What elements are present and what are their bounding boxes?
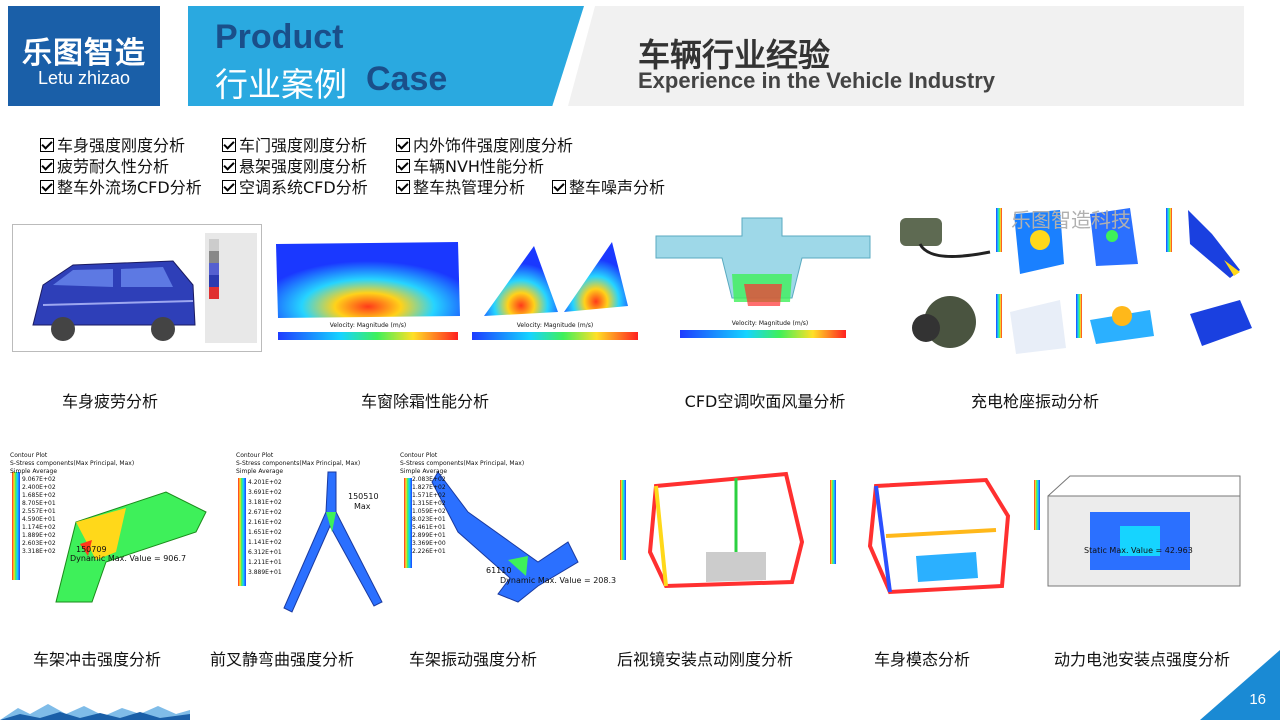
check-item: 整车噪声分析: [552, 174, 665, 198]
checkbox-icon: [40, 138, 54, 152]
mirror-mount-image: [616, 462, 810, 600]
body-fatigue-render: [32, 233, 257, 343]
frame-impact-node: 150709: [76, 545, 107, 554]
banner-cn: 行业案例: [215, 65, 347, 104]
logo-cn: 乐图智造: [22, 36, 146, 71]
body-modal-image: [826, 456, 1018, 600]
footer-decoration: [0, 704, 190, 720]
frame-vibration-render: [404, 471, 579, 603]
page-title-cn: 车辆行业经验: [638, 36, 831, 74]
checkbox-icon: [396, 138, 410, 152]
banner-en-top: Product: [215, 18, 344, 56]
frame-vib-avg: Simple Average: [400, 468, 448, 475]
fork-node: 150510: [348, 492, 379, 501]
cfd-ac-image: [652, 214, 874, 342]
checkbox-icon: [40, 159, 54, 173]
page-title-en: Experience in the Vehicle Industry: [638, 68, 996, 93]
frame-impact-type: S-Stress components(Max Principal, Max): [10, 460, 135, 467]
defrost-axis-label-a: Velocity: Magnitude (m/s): [329, 322, 407, 329]
checkbox-icon: [222, 180, 236, 194]
watermark: 乐图智造科技: [1011, 208, 1131, 232]
fork-plot: Contour Plot: [236, 452, 274, 459]
checkbox-icon: [222, 138, 236, 152]
fork-render: [238, 471, 383, 613]
caption-body-fatigue: 车身疲劳分析: [61, 392, 158, 411]
caption-battery-mount: 动力电池安装点强度分析: [1053, 650, 1230, 669]
defrost-axis-label-b: Velocity: Magnitude (m/s): [516, 322, 594, 329]
checkbox-icon: [40, 180, 54, 194]
brand-logo: 乐图智造 Letu zhizao: [8, 6, 160, 106]
fork-image: [232, 452, 398, 616]
frame-vib-node: 61110: [486, 566, 512, 575]
defrost-image: [272, 236, 644, 344]
caption-frame-impact: 车架冲击强度分析: [32, 650, 161, 669]
fork-type: S-Stress components(Max Principal, Max): [236, 460, 361, 467]
fork-max: Max: [354, 502, 371, 511]
frame-vibration-image: [398, 452, 604, 610]
check-item: 内外饰件强度刚度分析: [396, 132, 573, 156]
banner-en-right: Case: [366, 60, 448, 98]
check-item: 车门强度刚度分析: [222, 132, 367, 156]
checkbox-icon: [552, 180, 566, 194]
check-item: 整车外流场CFD分析: [40, 174, 202, 198]
caption-defrost: 车窗除霜性能分析: [360, 392, 489, 411]
battery-mount-render: [1034, 475, 1241, 587]
caption-frame-vibration: 车架振动强度分析: [408, 650, 537, 669]
mirror-mount-render: [620, 471, 805, 589]
frame-vib-type: S-Stress components(Max Principal, Max): [400, 460, 525, 467]
check-item: 疲劳耐久性分析: [40, 153, 169, 177]
frame-impact-avg: Simple Average: [10, 468, 58, 475]
charging-port-image: [890, 204, 1268, 372]
battery-mount-image: [1030, 456, 1246, 604]
caption-fork: 前叉静弯曲强度分析: [209, 650, 354, 669]
frame-vib-plot: Contour Plot: [400, 452, 438, 459]
defrost-render: [276, 242, 638, 340]
check-item: 空调系统CFD分析: [222, 174, 368, 198]
frame-impact-plot: Contour Plot: [10, 452, 48, 459]
caption-cfd-ac: CFD空调吹面风量分析: [684, 392, 846, 411]
checkbox-icon: [222, 159, 236, 173]
cfd-axis-label: Velocity: Magnitude (m/s): [731, 320, 809, 327]
checkbox-icon: [396, 180, 410, 194]
check-item: 车身强度刚度分析: [40, 132, 185, 156]
frame-impact-image: [6, 452, 228, 610]
frame-impact-max: Dynamic Max. Value = 906.7: [70, 554, 187, 563]
page-number: 16: [1249, 691, 1266, 708]
cfd-ac-render: [655, 217, 871, 338]
check-item: 车辆NVH性能分析: [396, 153, 544, 177]
page-title-box: 车辆行业经验 Experience in the Vehicle Industr…: [568, 6, 1244, 106]
body-modal-render: [830, 477, 1011, 595]
section-banner: Product 行业案例 Case: [188, 6, 584, 106]
analysis-checklist: 车身强度刚度分析 车门强度刚度分析 内外饰件强度刚度分析 疲劳耐久性分析 悬架强…: [40, 132, 740, 198]
check-item: 悬架强度刚度分析: [222, 153, 367, 177]
checkbox-icon: [396, 159, 410, 173]
body-fatigue-image: [12, 224, 262, 352]
fork-avg: Simple Average: [236, 468, 284, 475]
check-item: 整车热管理分析: [396, 174, 525, 198]
caption-mirror-mount: 后视镜安装点动刚度分析: [616, 650, 793, 669]
battery-max: Static Max. Value = 42.963: [1084, 546, 1193, 555]
logo-en: Letu zhizao: [37, 68, 131, 88]
frame-vib-max: Dynamic Max. Value = 208.3: [500, 576, 617, 585]
frame-impact-render: [12, 472, 207, 603]
caption-charging-port: 充电枪座振动分析: [970, 392, 1099, 411]
caption-body-modal: 车身模态分析: [873, 650, 970, 669]
charging-port-render: [900, 208, 1252, 354]
